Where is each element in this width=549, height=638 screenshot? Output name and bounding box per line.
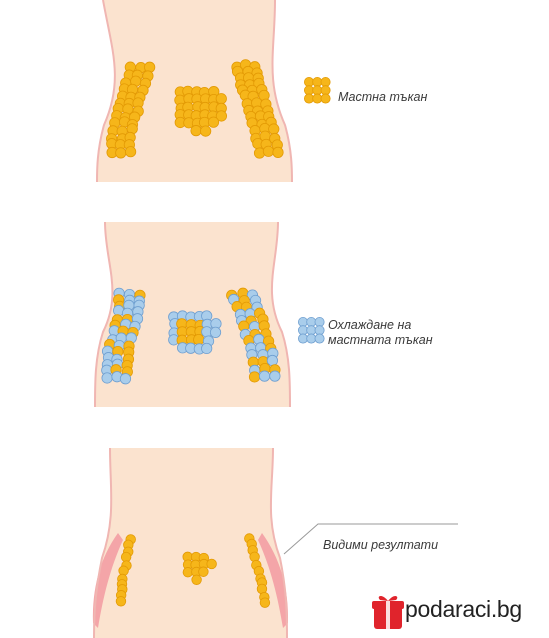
- legend-cooled-icon: [297, 317, 325, 344]
- fat-cell: [314, 317, 325, 328]
- fat-cell: [303, 85, 314, 96]
- fat-cell: [259, 597, 271, 608]
- fat-cell: [262, 145, 275, 157]
- reduced-cluster-right: [244, 533, 271, 608]
- fat-cell: [191, 574, 202, 585]
- inflamed-left: [92, 533, 123, 628]
- fat-cell: [306, 325, 317, 336]
- fat-cell: [303, 77, 314, 88]
- fat-cell: [115, 596, 127, 607]
- torso-left-outline: [93, 448, 113, 638]
- brand-name: podaraci.bg: [405, 596, 522, 622]
- legend-cooled-line2: мастната тъкан: [328, 333, 433, 347]
- cooled-cluster-center: [168, 310, 222, 355]
- gift-icon: [372, 595, 404, 629]
- fat-cell: [303, 93, 314, 104]
- reduced-cluster-left: [115, 534, 136, 607]
- fat-cell: [312, 77, 323, 88]
- fat-cell: [269, 370, 281, 382]
- fat-cell: [306, 317, 317, 328]
- fat-cell: [297, 325, 308, 336]
- torso-left-outline: [96, 0, 116, 183]
- fat-cell: [101, 372, 113, 384]
- panel-results: [92, 448, 458, 638]
- fat-cluster-right: [231, 59, 284, 159]
- panel-cooling: [94, 222, 325, 408]
- legend-cooled-line1: Охлаждане на: [328, 318, 412, 332]
- panel-fat-tissue: [96, 0, 331, 183]
- fat-cell: [249, 551, 260, 562]
- fat-cell: [198, 566, 209, 577]
- fat-cell: [272, 146, 284, 158]
- fat-cell: [209, 326, 222, 338]
- fat-cell: [266, 354, 278, 367]
- torso-left-outline: [94, 222, 114, 408]
- cooled-cluster-left: [101, 287, 146, 385]
- fat-cell: [297, 317, 308, 328]
- fat-cell: [207, 116, 220, 128]
- torso-right-outline: [270, 222, 291, 408]
- fat-cell: [258, 370, 271, 382]
- fat-cell: [320, 85, 331, 96]
- fat-cell: [306, 333, 317, 344]
- fat-cell: [215, 93, 227, 105]
- torso-right-outline: [271, 0, 293, 183]
- fat-cell: [201, 342, 213, 355]
- fat-cell: [119, 373, 132, 385]
- fat-cell: [268, 123, 280, 135]
- fat-cell: [312, 93, 323, 104]
- fat-cell: [200, 125, 212, 137]
- fat-cell: [297, 333, 308, 344]
- fat-cell: [248, 371, 261, 383]
- fat-cell: [314, 333, 325, 344]
- torso-right-outline: [269, 448, 288, 638]
- torso-body: [94, 448, 287, 638]
- fat-cell: [320, 93, 331, 104]
- brand-logo[interactable]: podaraci.bg: [372, 593, 547, 635]
- reduced-cluster-center: [182, 551, 217, 585]
- cooled-cluster-right: [226, 287, 281, 383]
- results-pointer-line: [283, 523, 458, 555]
- fat-cell: [320, 77, 331, 88]
- fat-cell: [312, 85, 323, 96]
- fat-cell: [190, 125, 202, 137]
- fat-cell: [124, 146, 137, 158]
- fat-cell: [215, 110, 227, 122]
- fat-cluster-left: [106, 61, 156, 159]
- fat-cell: [115, 147, 127, 159]
- legend-fat-icon: [303, 77, 331, 104]
- legend-results-label: Видими резултати: [323, 538, 439, 552]
- fat-cell: [314, 325, 325, 336]
- legend-fat-label: Мастна тъкан: [338, 90, 428, 104]
- legend-cooled-label: Охлаждане на мастната тъкан: [328, 318, 433, 348]
- fat-cell: [193, 333, 205, 346]
- fat-cell: [206, 558, 217, 570]
- fat-cluster-center: [174, 85, 227, 137]
- inflamed-right: [258, 533, 289, 628]
